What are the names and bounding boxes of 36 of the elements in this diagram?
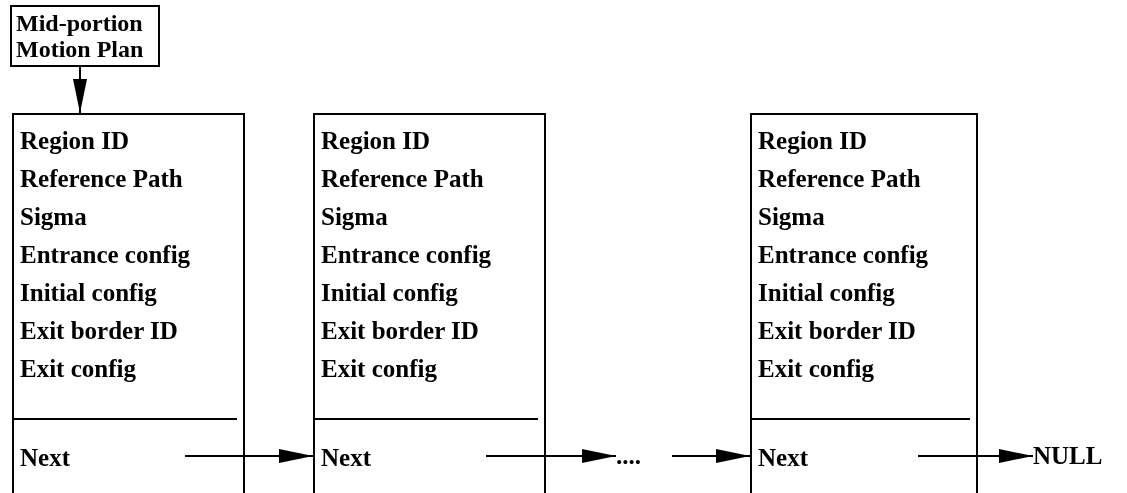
process-box: [10, 5, 160, 67]
field-label: Region ID: [758, 126, 868, 156]
field-label: Exit config: [20, 354, 136, 384]
record-box: [750, 113, 978, 493]
field-label: Entrance config: [321, 240, 492, 270]
field-label: Region ID: [20, 126, 130, 156]
field-label: Initial config: [321, 278, 458, 308]
field-label: Exit config: [321, 354, 437, 384]
field-label: Reference Path: [20, 164, 183, 194]
field-label: Exit config: [758, 354, 874, 384]
field-label: Sigma: [758, 202, 825, 232]
field-label: Entrance config: [758, 240, 929, 270]
null-label: NULL: [1033, 442, 1103, 469]
field-label: Sigma: [20, 202, 87, 232]
field-label: Entrance config: [20, 240, 191, 270]
pointer-field: Next: [20, 443, 70, 473]
box-label: Mid-portion Motion Plan: [16, 10, 145, 62]
field-label: Exit border ID: [20, 316, 178, 346]
field-label: Exit border ID: [321, 316, 479, 346]
arrow: [184, 449, 314, 463]
record-box: [313, 113, 546, 493]
field-label: Region ID: [321, 126, 431, 156]
ellipsis: ....: [616, 442, 641, 469]
field-label: Reference Path: [321, 164, 484, 194]
field-label: Sigma: [321, 202, 388, 232]
record-box: [12, 113, 245, 493]
arrow: [671, 449, 751, 463]
pointer-field: Next: [758, 443, 808, 473]
arrow: [485, 449, 617, 463]
arrow: [917, 449, 1034, 463]
field-label: Initial config: [20, 278, 157, 308]
pointer-field: Next: [321, 443, 371, 473]
field-label: Exit border ID: [758, 316, 916, 346]
arrow: [73, 66, 87, 114]
field-label: Reference Path: [758, 164, 921, 194]
field-label: Initial config: [758, 278, 895, 308]
